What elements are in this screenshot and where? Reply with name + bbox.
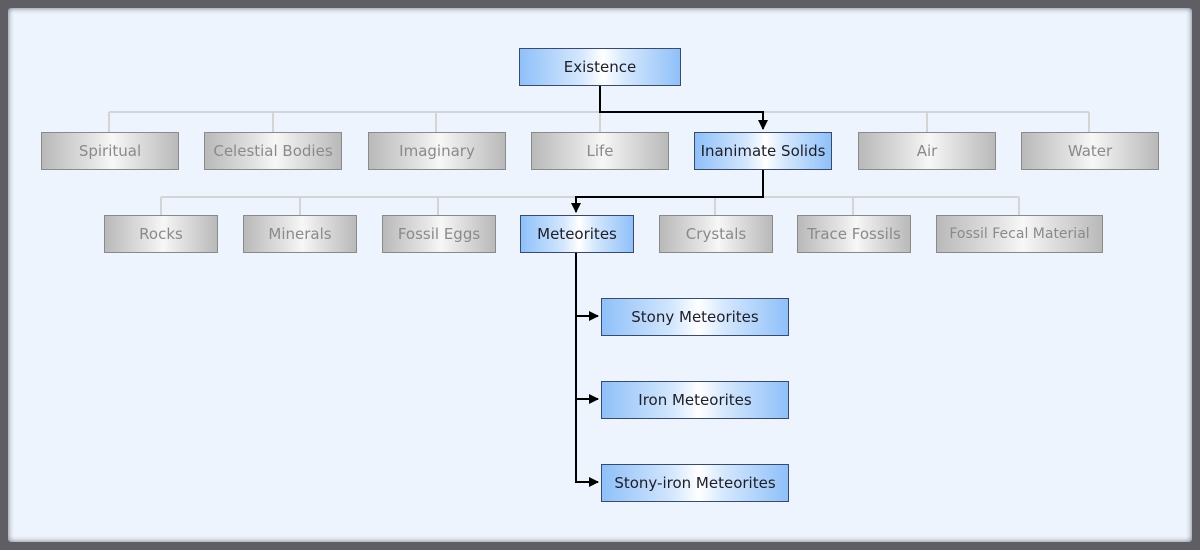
diagram-canvas: Existence Spiritual Celestial Bodies Ima…	[8, 8, 1192, 542]
node-label: Crystals	[685, 225, 747, 243]
connector-layer	[108, 86, 1090, 487]
node-air[interactable]: Air	[858, 132, 996, 170]
node-label: Fossil Eggs	[397, 225, 481, 243]
node-trace-fossils[interactable]: Trace Fossils	[797, 215, 911, 253]
node-water[interactable]: Water	[1021, 132, 1159, 170]
node-crystals[interactable]: Crystals	[659, 215, 773, 253]
node-label: Rocks	[139, 225, 183, 243]
node-minerals[interactable]: Minerals	[243, 215, 357, 253]
node-stony-meteorites[interactable]: Stony Meteorites	[601, 298, 789, 336]
node-meteorites[interactable]: Meteorites	[520, 215, 634, 253]
node-label: Trace Fossils	[807, 225, 901, 243]
node-label: Meteorites	[537, 225, 617, 243]
node-inanimate-solids[interactable]: Inanimate Solids	[694, 132, 832, 170]
active-connector-existence-to-inanimate-solids	[599, 86, 768, 130]
node-spiritual[interactable]: Spiritual	[41, 132, 179, 170]
node-fossil-fecal-material[interactable]: Fossil Fecal Material	[936, 215, 1103, 253]
node-label: Inanimate Solids	[700, 142, 826, 160]
node-iron-meteorites[interactable]: Iron Meteorites	[601, 381, 789, 419]
node-label: Iron Meteorites	[638, 391, 752, 409]
node-label: Celestial Bodies	[213, 142, 333, 160]
node-label: Spiritual	[78, 142, 142, 160]
inactive-connectors-level1	[108, 111, 1090, 132]
node-label: Stony Meteorites	[631, 308, 759, 326]
node-imaginary[interactable]: Imaginary	[368, 132, 506, 170]
active-connector-inanimate-solids-to-meteorites	[571, 169, 764, 213]
node-fossil-eggs[interactable]: Fossil Eggs	[382, 215, 496, 253]
active-connector-meteorites-spine	[575, 252, 598, 483]
node-label: Stony-iron Meteorites	[614, 474, 776, 492]
inactive-connectors-level2	[160, 196, 1020, 215]
node-label: Imaginary	[399, 142, 475, 160]
node-life[interactable]: Life	[531, 132, 669, 170]
node-rocks[interactable]: Rocks	[104, 215, 218, 253]
active-connectors	[571, 86, 768, 487]
node-celestial-bodies[interactable]: Celestial Bodies	[204, 132, 342, 170]
node-stony-iron-meteorites[interactable]: Stony-iron Meteorites	[601, 464, 789, 502]
node-label: Life	[586, 142, 614, 160]
node-label: Water	[1067, 142, 1113, 160]
node-label: Minerals	[268, 225, 332, 243]
node-label: Fossil Fecal Material	[949, 226, 1090, 242]
node-label: Existence	[563, 58, 637, 76]
node-label: Air	[916, 142, 938, 160]
node-existence[interactable]: Existence	[519, 48, 681, 86]
